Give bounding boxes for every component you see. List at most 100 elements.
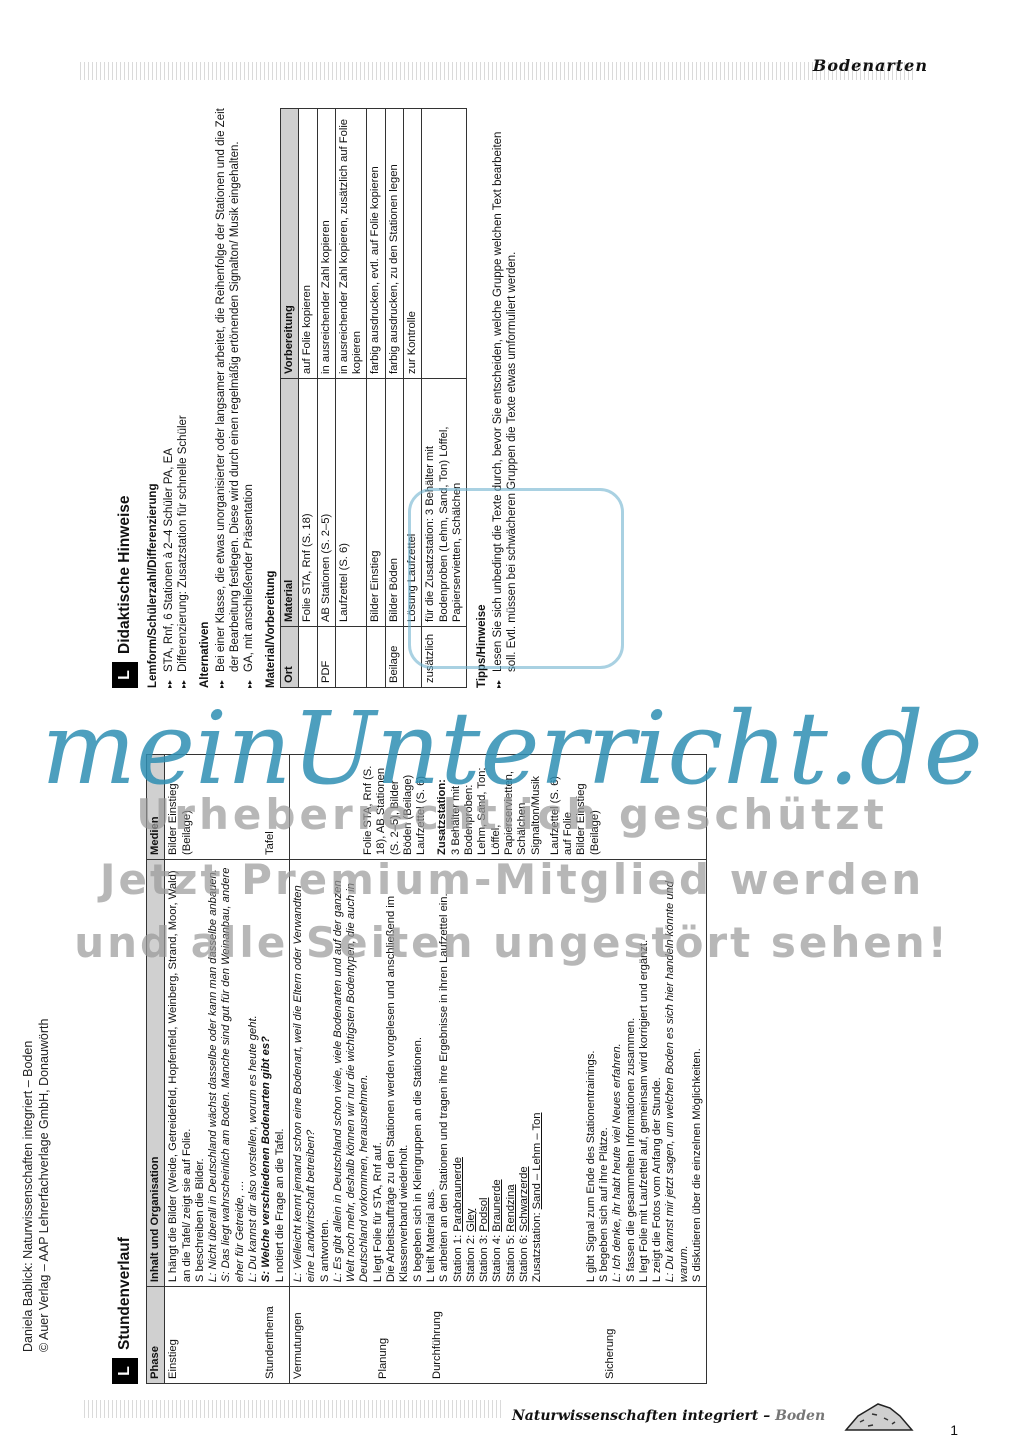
section-heading: L Stundenverlauf [112, 754, 138, 1384]
column-header: Medien [146, 754, 165, 860]
cell: auf Folie kopieren [298, 108, 318, 379]
column-header: Phase [146, 1286, 165, 1384]
stundenverlauf-section: L Stundenverlauf Phase Inhalt und Organi… [112, 754, 707, 1384]
content-cell: L: Vielleicht kennt jemand schon eine Bo… [289, 859, 707, 1287]
text: S antworten. [318, 1219, 331, 1283]
page-title: Bodenarten [812, 56, 928, 75]
bullet-item: Differenzierung: Zusatzstation für schne… [176, 108, 190, 688]
station-item: Station 4: Braunerde [491, 864, 504, 1282]
bullet-item: STA, Rnf, 6 Stationen à 2–4 Schüler PA, … [162, 108, 176, 688]
text: Die Arbeitsaufträge zu den Stationen wer… [385, 895, 411, 1283]
footer-decoration [84, 1400, 504, 1418]
station-item: Zusatzstation: Sand – Lehm – Ton [531, 864, 544, 1283]
text: S: Welche verschiedenen Bodenarten gibt … [260, 1036, 273, 1283]
cell: zur Kontrolle [403, 108, 422, 379]
bullet-item: Bei einer Klasse, die etwas unorganisier… [214, 108, 242, 688]
phase-label: Planung [377, 1337, 390, 1379]
text: L teilt Material aus. [424, 1188, 437, 1283]
header-decoration [80, 62, 914, 80]
table-row: Vermutungen Planung Durchführung Sicheru… [289, 754, 707, 1384]
cell: PDF [317, 626, 336, 688]
text: Folie STA, Rnf (S. 18), AB Stationen (S.… [361, 765, 414, 855]
station-name: Sand – Lehm – Ton [531, 1112, 544, 1210]
section-heading: L Didaktische Hinweise [112, 108, 138, 688]
station-name: Rendzina [504, 1184, 517, 1232]
bullet-list: Bei einer Klasse, die etwas unorganisier… [214, 108, 256, 688]
station-name: Braunerde [491, 1179, 504, 1232]
footer-subject: Boden [775, 1408, 826, 1424]
teacher-icon: L [112, 662, 138, 688]
text: L: Du kannst dir also vorstellen, worum … [247, 1015, 260, 1283]
cell: in ausreichender Zahl kopieren, zusätzli… [335, 108, 367, 379]
cell [335, 626, 367, 688]
text: S diskutieren über die einzelnen Möglich… [690, 1048, 703, 1283]
table-header-row: Phase Inhalt und Organisation Medien [146, 754, 165, 1384]
table-header-row: Ort Material Vorbereitung [280, 108, 299, 688]
text: L notiert die Frage an die Tafel. [273, 1128, 286, 1283]
text: S beschreiben die Bilder. [193, 1158, 206, 1283]
cell: Beilage [385, 626, 404, 688]
subheading: Lemform/Schülerzahl/Differenzierung [147, 483, 159, 688]
text: L: Vielleicht kennt jemand schon eine Bo… [291, 885, 318, 1283]
cell: Folie STA, Rnf (S. 18) [298, 378, 318, 627]
footer-title: Naturwissenschaften integriert – Boden [512, 1408, 825, 1424]
cell: in ausreichender Zahl kopieren [317, 108, 336, 379]
table-row: Folie STA, Rnf (S. 18)auf Folie kopieren [298, 108, 318, 688]
text: L: Nicht überall in Deutschland wächst d… [207, 869, 220, 1283]
cell: Laufzettel (S. 6) [335, 378, 367, 627]
text: Laufzettel (S. 6) auf Folie [548, 775, 575, 855]
text: Zusatzstation: [436, 779, 449, 855]
station-name: Podsol [478, 1197, 491, 1232]
table-row: Einstieg Stundenthema L hängt die Bilder… [164, 754, 290, 1384]
text: L hängt die Bilder (Weide, Getreidefeld,… [167, 870, 193, 1283]
media-cell: Folie STA, Rnf (S. 18), AB Stationen (S.… [289, 754, 707, 860]
section-title: Didaktische Hinweise [116, 495, 133, 654]
station-item: Station 2: Gley [465, 864, 478, 1282]
text: L legt Folie mit Laufzettel auf, gemeins… [637, 939, 650, 1283]
station-name: Schwarzerde [518, 1166, 531, 1232]
section-title: Stundenverlauf [116, 1237, 133, 1350]
text: L: Ich denke, ihr habt heute viel Neues … [611, 1043, 624, 1283]
cell [366, 626, 386, 688]
station-prefix: Station 3: [478, 1231, 491, 1283]
credit-line: Daniela Bablick: Naturwissenschaften int… [21, 1040, 35, 1352]
text: L: Es gibt allein in Deutschland schon v… [331, 880, 371, 1283]
phase-label: Einstieg [167, 1339, 180, 1379]
phase-label: Sicherung [603, 1328, 616, 1379]
column-header: Inhalt und Organisation [146, 859, 165, 1287]
text: Signalton/Musik [529, 775, 542, 855]
station-prefix: Station 4: [491, 1231, 504, 1283]
cell [298, 626, 318, 688]
subheading: Material/Vorbereitung [265, 570, 277, 688]
cell: Bilder Böden [385, 378, 404, 627]
text: S begeben sich in Kleingruppen an die St… [411, 1037, 424, 1283]
text: S arbeiten an den Stationen und tragen i… [438, 893, 451, 1283]
subheading: Alternativen [199, 621, 211, 688]
content-cell: L hängt die Bilder (Weide, Getreidefeld,… [164, 859, 290, 1287]
phase-label: Vermutungen [291, 1312, 304, 1379]
credit-line: © Auer Verlag – AAP Lehrerfachverlage Gm… [37, 1018, 51, 1352]
text: L: Du kannst mir jetzt sagen, um welchen… [664, 880, 690, 1283]
column-header: Ort [280, 626, 299, 688]
station-prefix: Station 5: [504, 1231, 517, 1283]
text: S fassen die gesammelten Informationen z… [624, 1017, 637, 1283]
text: S begeben sich auf ihre Plätze. [597, 1127, 610, 1283]
station-prefix: Station 2: [464, 1231, 477, 1283]
text: 3 Behälter mit Bodenproben: Lehm, Sand, … [449, 767, 529, 855]
station-prefix: Station 6: [518, 1231, 531, 1283]
credits: Daniela Bablick: Naturwissenschaften int… [20, 1019, 52, 1352]
phase-label: Durchführung [430, 1311, 443, 1379]
phase-label: Stundenthema [263, 1306, 276, 1379]
text: L zeigt die Fotos vom Anfang der Stunde. [651, 1077, 664, 1283]
text: Bilder Einstieg (Beilage) [167, 783, 193, 855]
text: Laufzettel (S. 6) [415, 775, 428, 855]
station-item: Station 1: Parabraunerde [452, 864, 465, 1282]
text: Tafel [263, 831, 276, 855]
cell [421, 108, 467, 379]
station-list: Station 1: Parabraunerde Station 2: Gley… [452, 864, 545, 1283]
cell: farbig ausdrucken, zu den Stationen lege… [385, 108, 404, 379]
